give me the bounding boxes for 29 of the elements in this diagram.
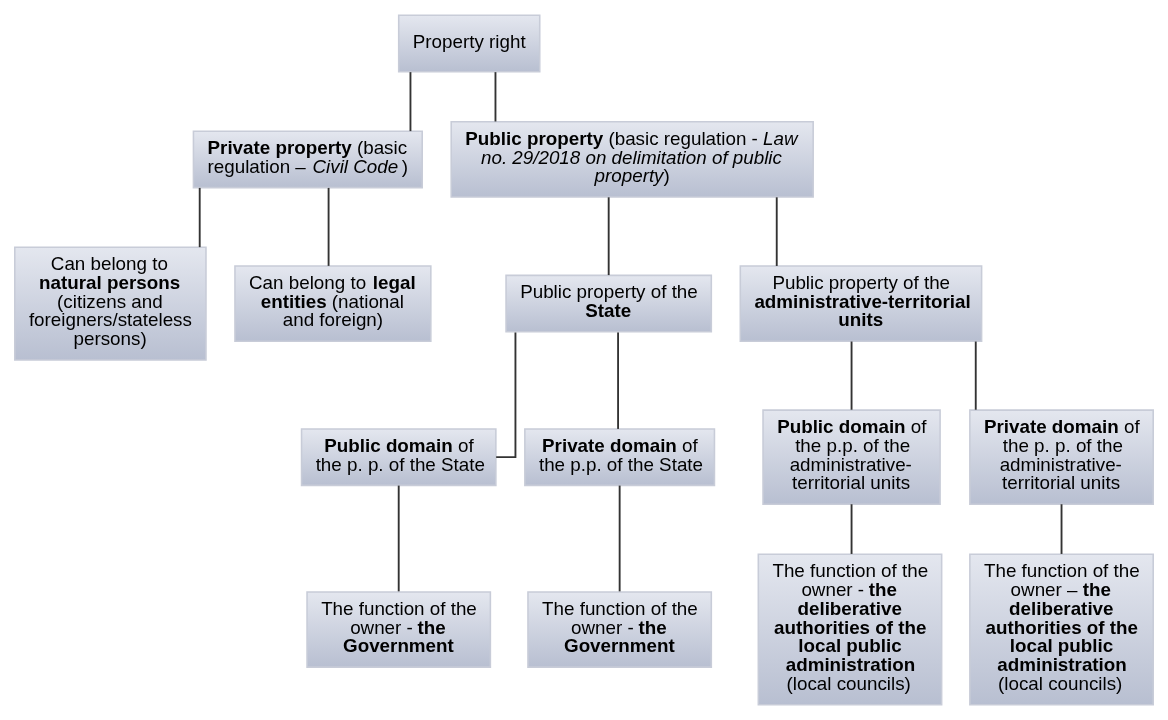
connector [198,187,201,249]
node-box: Public property of the State [505,274,713,333]
connector [850,340,853,411]
node-box: Can belong to natural persons (citizens and foreigners/stateless persons) [14,246,207,361]
node-box: Public domain of the p.p. of the administrative-territorial units [762,409,941,505]
connector [974,340,977,411]
connector [1060,503,1063,555]
node-box: Can belong to legal entities (national and foreign) [234,265,432,342]
node-box: The function of the owner – the deliberative authorities of the local public administration (local councils) [969,553,1154,706]
connector [327,187,330,267]
node-box: Public property (basic regulation - Law no. 29/2018 on delimitation of public property) [450,121,814,198]
connector [409,71,412,133]
connector [397,484,400,593]
node-box: Public property of the administrative-territorial units [739,265,983,342]
connector [607,196,610,276]
connector [617,331,620,430]
node-box: Private domain of the p.p. of the State [524,428,716,487]
node-box: Public domain of the p. p. of the State [300,428,497,487]
connector [850,503,853,555]
connector [494,71,497,123]
node-box: Property right [397,14,541,73]
node-box: The function of the owner - the deliberative authorities of the local public administration (local councils) [757,553,943,706]
connector [618,484,621,593]
node-box: Private property (basic regulation – Civil Code) [192,130,423,189]
node-box: Private domain of the p. p. of the administrative-territorial units [969,409,1154,505]
node-box: The function of the owner - the Government [527,591,713,668]
connector [495,331,517,459]
node-box: The function of the owner - the Government [306,591,492,668]
connector [775,196,778,267]
